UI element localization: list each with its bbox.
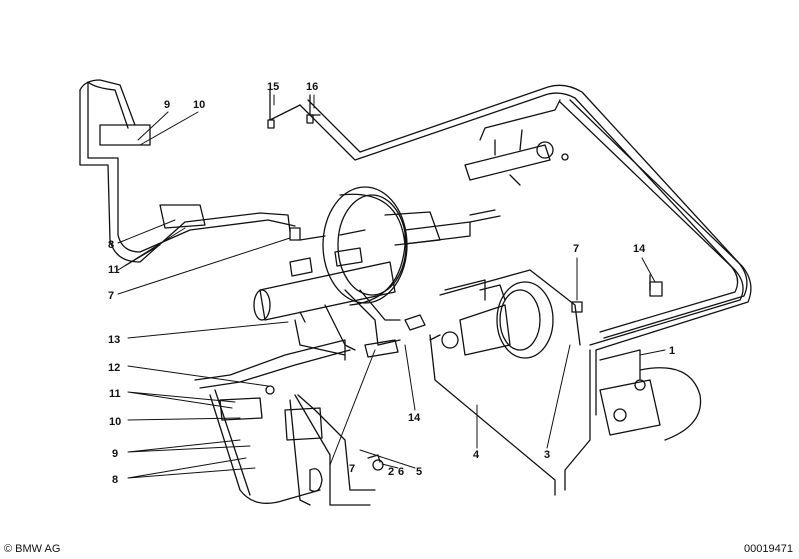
part-label-8b: 8	[112, 474, 118, 486]
bleed-screws	[267, 89, 321, 129]
part-label-11b: 11	[109, 388, 121, 400]
part-label-7a: 7	[573, 243, 579, 255]
lower-left-lines	[194, 339, 376, 506]
part-label-9a: 9	[164, 99, 170, 111]
rear-brake-lines	[429, 269, 581, 496]
part-label-15: 15	[267, 81, 279, 93]
clip-parts	[367, 281, 663, 471]
part-label-9b: 9	[112, 448, 118, 460]
center-brake-lines	[294, 289, 426, 358]
part-label-10a: 10	[193, 99, 205, 111]
main-brake-lines	[299, 84, 752, 491]
part-label-12: 12	[108, 362, 120, 374]
part-label-14a: 14	[633, 243, 646, 255]
part-label-13: 13	[108, 334, 120, 346]
leader-lines	[117, 94, 666, 479]
brake-distributor-illustration	[464, 129, 569, 186]
part-label-8a: 8	[108, 239, 114, 251]
part-label-5: 5	[416, 466, 422, 478]
part-label-2: 2	[388, 466, 394, 478]
part-label-7c: 7	[349, 463, 355, 475]
part-label-11a: 11	[108, 264, 120, 276]
diagram-id: 00019471	[744, 543, 793, 555]
part-label-16: 16	[306, 81, 318, 93]
upper-left-lines	[79, 79, 301, 263]
part-label-6: 6	[398, 466, 404, 478]
part-label-1: 1	[669, 345, 675, 357]
part-label-3: 3	[544, 449, 550, 461]
part-label-10b: 10	[109, 416, 121, 428]
brake-booster-illustration	[322, 186, 501, 306]
rear-caliper-illustration	[599, 367, 702, 441]
copyright-notice: © BMW AG	[4, 543, 61, 555]
master-cylinder-illustration	[253, 229, 396, 321]
part-label-7b: 7	[108, 290, 114, 302]
pressure-regulator-illustration	[441, 281, 554, 359]
part-labels: 1 2 3 4 5 6 7 7 7 8 8 9 9 10 10 11 11 12…	[108, 81, 675, 486]
part-label-4: 4	[473, 449, 480, 461]
part-label-14b: 14	[408, 412, 421, 424]
